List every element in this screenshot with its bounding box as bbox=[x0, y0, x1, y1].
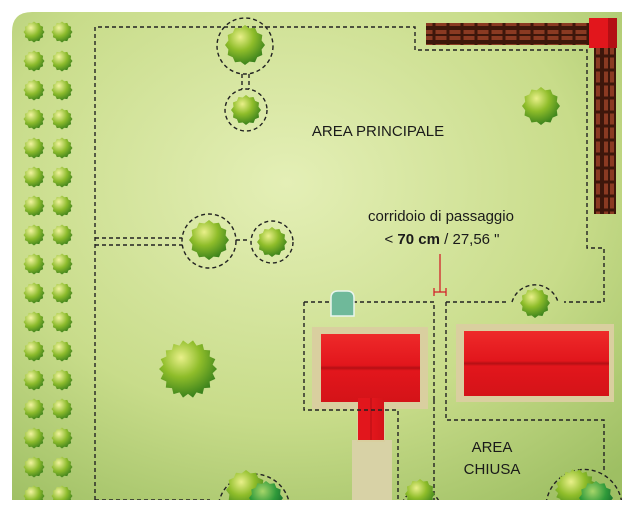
hedge-bush-icon bbox=[23, 50, 45, 72]
tree-icon bbox=[231, 95, 261, 125]
hedge-row bbox=[23, 21, 73, 500]
tree-icon bbox=[520, 288, 550, 318]
hedge-bush-icon bbox=[23, 282, 45, 304]
passage-suffix: / 27,56 " bbox=[440, 231, 500, 248]
main-area-label: AREA PRINCIPALE bbox=[312, 123, 444, 140]
hedge-bush-icon bbox=[23, 21, 45, 43]
hedge-bush-icon bbox=[23, 166, 45, 188]
tree-icon bbox=[257, 227, 287, 257]
hedge-bush-icon bbox=[51, 253, 73, 275]
hedge-bush-icon bbox=[23, 485, 45, 500]
hedge-bush-icon bbox=[23, 195, 45, 217]
tree-icon bbox=[405, 479, 435, 500]
main-house bbox=[312, 327, 428, 442]
tree-exclusions bbox=[181, 17, 622, 500]
tree-icon bbox=[189, 220, 229, 260]
hedge-bush-icon bbox=[23, 137, 45, 159]
hedge-bush-icon bbox=[51, 369, 73, 391]
hedge-bush-icon bbox=[51, 398, 73, 420]
passage-prefix: < bbox=[384, 231, 397, 248]
hedge-bush-icon bbox=[51, 50, 73, 72]
hedge-bush-icon bbox=[51, 485, 73, 500]
trees bbox=[159, 25, 613, 500]
passage-label: corridoio di passaggio bbox=[368, 208, 514, 225]
hedge-bush-icon bbox=[51, 456, 73, 478]
tree-icon bbox=[225, 25, 265, 65]
boundary-wire bbox=[94, 26, 605, 500]
hedge-bush-icon bbox=[23, 108, 45, 130]
tree-icon bbox=[249, 481, 283, 500]
closed-area-label-line1: AREA bbox=[472, 439, 513, 456]
charging-station-icon bbox=[330, 290, 355, 317]
hedge-bush-icon bbox=[51, 79, 73, 101]
tree-icon bbox=[226, 470, 266, 500]
garden-path bbox=[352, 440, 392, 500]
hedge-bush-icon bbox=[51, 195, 73, 217]
hedge-bush-icon bbox=[51, 224, 73, 246]
tree-icon bbox=[522, 87, 560, 125]
hedge-bush-icon bbox=[51, 166, 73, 188]
passage-width: < 70 cm / 27,56 " bbox=[384, 231, 499, 248]
hedge-bush-icon bbox=[51, 108, 73, 130]
shed bbox=[456, 324, 614, 402]
hedge-bush-icon bbox=[23, 398, 45, 420]
tree-icon bbox=[579, 481, 613, 500]
tree-icon bbox=[555, 469, 597, 500]
hedge-bush-icon bbox=[51, 21, 73, 43]
hedge-bush-icon bbox=[23, 224, 45, 246]
lawn bbox=[12, 12, 622, 500]
hedge-bush-icon bbox=[51, 340, 73, 362]
hedge-bush-icon bbox=[23, 427, 45, 449]
closed-area-label-line2: CHIUSA bbox=[464, 461, 521, 478]
hedge-bush-icon bbox=[23, 340, 45, 362]
tree-icon bbox=[159, 340, 217, 398]
hedge-bush-icon bbox=[23, 311, 45, 333]
fence bbox=[426, 18, 617, 214]
hedge-bush-icon bbox=[51, 311, 73, 333]
hedge-bush-icon bbox=[23, 79, 45, 101]
hedge-bush-icon bbox=[23, 253, 45, 275]
hedge-bush-icon bbox=[23, 456, 45, 478]
passage-value: 70 cm bbox=[397, 231, 440, 248]
hedge-bush-icon bbox=[51, 137, 73, 159]
hedge-bush-icon bbox=[51, 427, 73, 449]
passage-measure bbox=[433, 254, 447, 296]
hedge-bush-icon bbox=[51, 282, 73, 304]
hedge-bush-icon bbox=[23, 369, 45, 391]
